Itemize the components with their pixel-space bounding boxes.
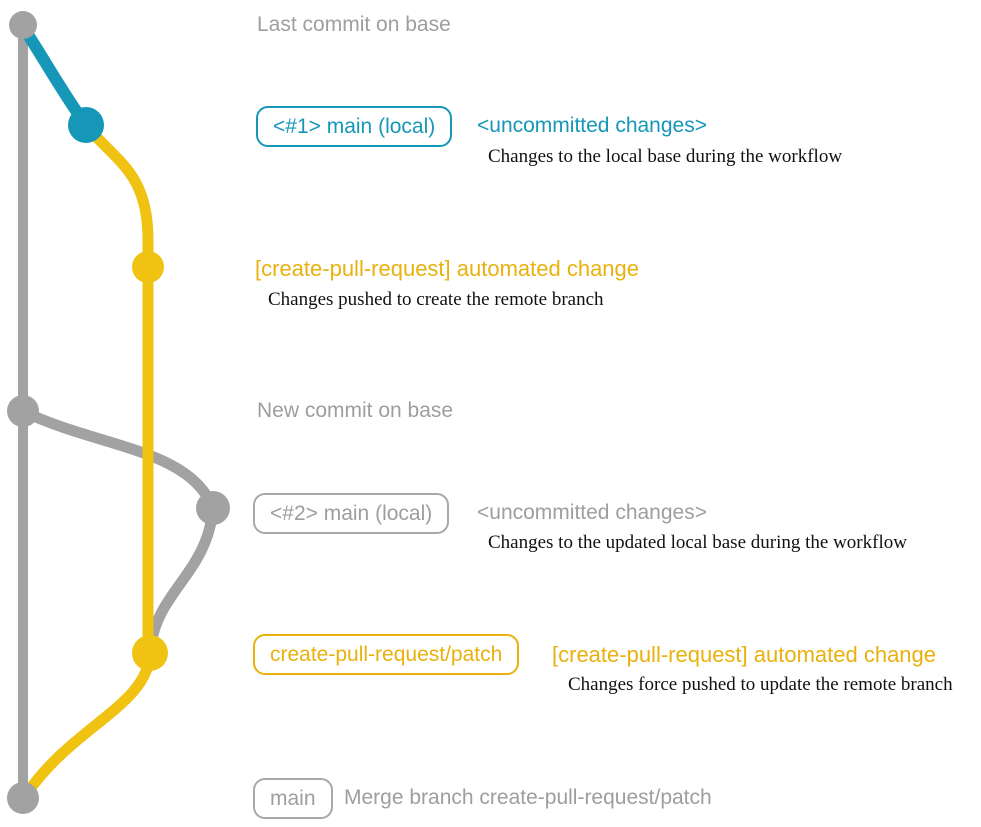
push-create-branch-note: Changes pushed to create the remote bran… — [268, 289, 604, 310]
local-base-changes-note: Changes to the local base during the wor… — [488, 146, 843, 167]
new-commit-on-base-label: New commit on base — [257, 399, 454, 422]
force-push-update-branch-note: Changes force pushed to update the remot… — [568, 674, 953, 695]
commit-dot-local-main1 — [68, 107, 104, 143]
commit-dot-new-base — [7, 395, 39, 427]
main-tag: main — [253, 778, 333, 819]
patch-merge-curve — [22, 647, 156, 798]
patch-branch-line — [80, 119, 156, 659]
create-pull-request-patch-tag: create-pull-request/patch — [253, 634, 520, 675]
base-to-local-main2-curve — [17, 405, 219, 514]
local-main2-to-patch-curve — [145, 502, 219, 652]
last-commit-on-base-label: Last commit on base — [257, 13, 451, 36]
automated-change-2-title: [create-pull-request] automated change — [552, 642, 937, 667]
merge-branch-label: Merge branch create-pull-request/patch — [344, 786, 712, 809]
uncommitted-changes-2-label: <uncommitted changes> — [477, 501, 707, 524]
main-local-1-tag: <#1> main (local) — [256, 106, 453, 147]
commit-dot-automated-change1 — [132, 251, 164, 283]
commit-dot-automated-change2 — [132, 635, 168, 671]
commit-dot-merge — [7, 782, 39, 814]
commit-dot-local-main2 — [196, 491, 230, 525]
main-local-2-tag: <#2> main (local) — [253, 493, 450, 534]
automated-change-1-title: [create-pull-request] automated change — [255, 256, 640, 281]
commit-dot-last-base — [9, 11, 37, 39]
uncommitted-changes-1-label: <uncommitted changes> — [477, 114, 707, 137]
updated-local-base-changes-note: Changes to the updated local base during… — [488, 532, 907, 553]
